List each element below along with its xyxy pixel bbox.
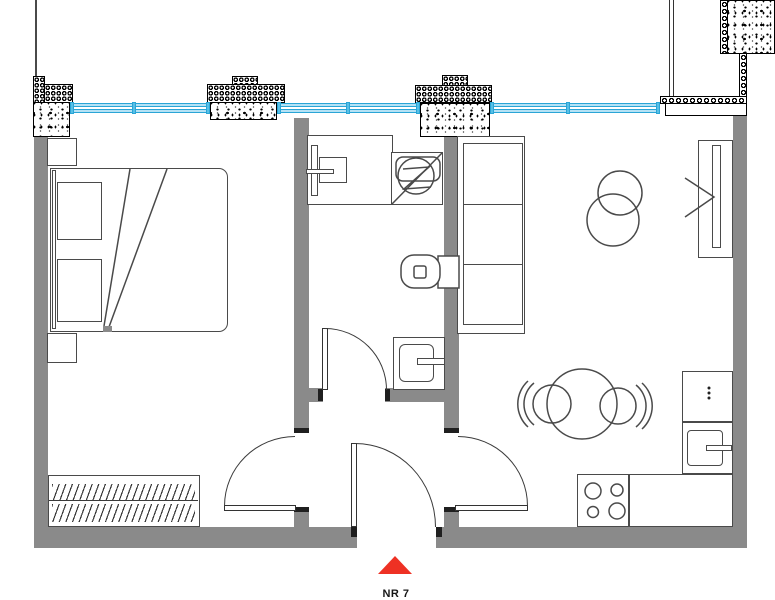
door-post xyxy=(351,527,357,537)
unit-label: NR 7 xyxy=(382,588,410,600)
bathroom-wall-bottom-right xyxy=(385,388,459,402)
window-end-cap xyxy=(206,102,210,114)
bathroom-wall-right-stub xyxy=(444,512,459,527)
door-post xyxy=(385,389,390,401)
window-segment xyxy=(70,102,210,114)
shower-faucet-bar xyxy=(417,358,445,365)
exterior-wall-left xyxy=(34,135,48,548)
concrete-block xyxy=(420,103,490,137)
tv-screen xyxy=(712,145,721,248)
pouf-circle xyxy=(586,193,640,247)
kitchen-faucet-bar xyxy=(706,445,732,451)
washbasin-faucet-bar xyxy=(306,169,334,174)
living-room-door-swing xyxy=(458,436,528,506)
window-end-cap xyxy=(70,102,74,114)
window-end-cap xyxy=(277,102,281,114)
kitchen-counter xyxy=(629,474,733,527)
bathroom-wall-left-stub xyxy=(294,512,309,527)
window-end-cap xyxy=(656,102,660,114)
window-mullion xyxy=(346,102,350,114)
exterior-wall-bottom-left xyxy=(34,527,357,548)
exterior-wall-right xyxy=(733,116,747,548)
wardrobe-hatch xyxy=(52,504,195,522)
sofa-cushion xyxy=(463,264,523,325)
window-end-cap xyxy=(416,102,420,114)
window-segment xyxy=(490,102,660,114)
window-glass xyxy=(70,109,210,113)
window-mullion xyxy=(566,102,570,114)
door-post xyxy=(294,428,309,433)
window-glass xyxy=(490,103,660,107)
exterior-wall-bottom-right xyxy=(436,527,747,548)
nightstand xyxy=(47,333,77,363)
window-mullion xyxy=(132,102,136,114)
dining-table xyxy=(546,368,618,440)
facade-wall-line xyxy=(35,0,37,76)
concrete-block xyxy=(727,0,775,54)
window-segment xyxy=(277,102,420,114)
balcony-hatch-strip xyxy=(739,53,747,98)
chair-back-arc xyxy=(635,382,653,430)
washbasin-counter xyxy=(307,135,393,205)
tall-cabinet xyxy=(682,371,733,422)
bedroom-door-swing xyxy=(224,436,295,506)
balcony-partition-line xyxy=(669,0,674,100)
chair-seat xyxy=(599,387,637,425)
bathroom-door-swing xyxy=(325,328,387,390)
hob xyxy=(577,474,629,527)
pillow xyxy=(57,182,102,240)
window-end-cap xyxy=(490,102,494,114)
door-post xyxy=(318,389,323,401)
chair-back-arc xyxy=(517,380,535,428)
wardrobe xyxy=(48,475,200,527)
balcony-sill xyxy=(665,103,747,116)
nightstand xyxy=(47,138,77,166)
concrete-block xyxy=(210,102,277,120)
door-post xyxy=(294,507,309,512)
toilet-bowl xyxy=(400,254,441,289)
window-glass xyxy=(70,103,210,107)
door-post xyxy=(444,428,459,433)
facade-pier-hatch xyxy=(44,84,73,103)
sofa-cushion xyxy=(463,143,523,205)
bed-headboard xyxy=(52,170,56,329)
window-glass xyxy=(490,109,660,113)
wardrobe-rail xyxy=(49,500,198,501)
bathroom-wall-left xyxy=(294,118,309,433)
facade-pier-hatch xyxy=(415,85,492,103)
washing-machine xyxy=(391,152,443,205)
sofa-cushion xyxy=(463,204,523,265)
entrance-door-swing xyxy=(355,443,436,527)
facade-pier-hatch xyxy=(33,76,45,103)
pouf-circle xyxy=(597,170,643,216)
entrance-triangle-marker xyxy=(378,556,412,574)
wardrobe-hatch xyxy=(52,484,195,500)
toilet-flush xyxy=(413,265,427,279)
pillow xyxy=(57,259,102,322)
chair-seat xyxy=(532,384,572,424)
door-post xyxy=(444,507,459,512)
bathroom-wall-bottom-left xyxy=(294,388,323,402)
concrete-block xyxy=(33,102,70,137)
facade-pier-hatch xyxy=(207,84,285,103)
door-post xyxy=(436,527,442,537)
